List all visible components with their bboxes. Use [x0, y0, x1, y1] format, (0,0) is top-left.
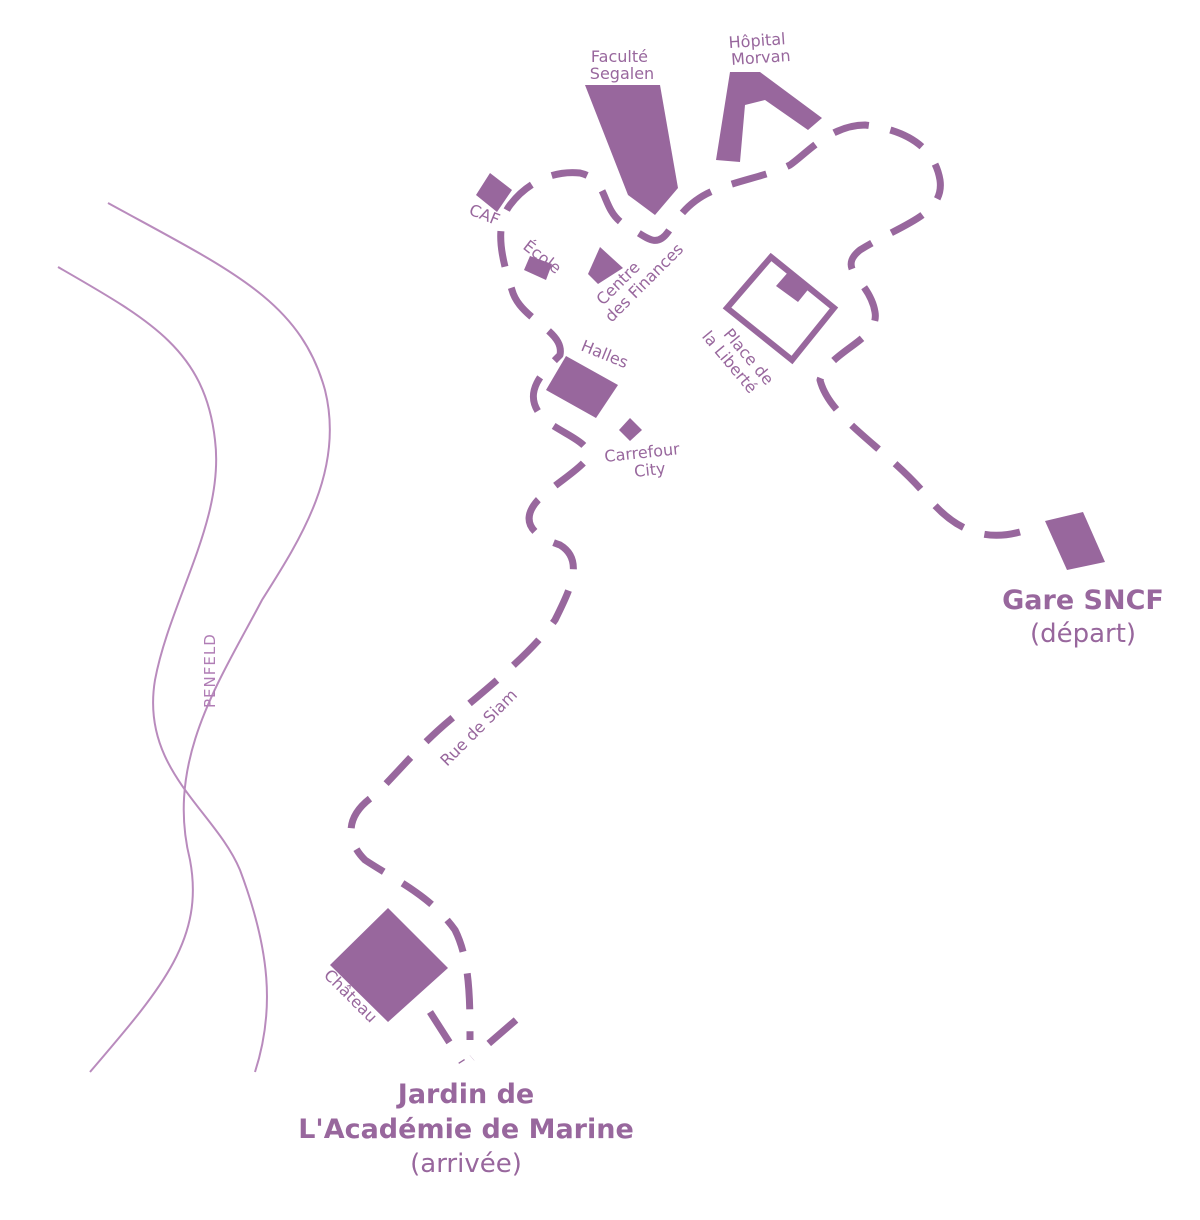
- route-fork-left: [427, 1010, 465, 1064]
- ecole-building: [524, 256, 552, 280]
- faculte-segalen-building: [585, 85, 678, 215]
- place-liberte-square: [722, 252, 839, 365]
- caf-building: [476, 173, 512, 212]
- river-bank-east: [57, 266, 268, 1073]
- start-marker: Gare SNCF (départ): [1002, 585, 1164, 649]
- buildings: [330, 72, 1105, 1022]
- label-place-liberte: Place de la Liberté: [698, 315, 781, 404]
- place-liberte-outline: [722, 252, 839, 365]
- route-fork-right: [469, 1017, 519, 1061]
- river-label: PENFELD: [201, 633, 219, 708]
- carrefour-city-building: [619, 418, 642, 441]
- place-liberte-kiosk: [776, 270, 811, 302]
- centre-finances-building: [588, 247, 623, 284]
- route-path: [347, 121, 1021, 1041]
- label-faculte: Faculté Segalen: [590, 47, 654, 83]
- gare-sncf-building: [1045, 512, 1105, 570]
- label-faculte-line2: Segalen: [590, 64, 654, 83]
- river-bank-west: [89, 202, 331, 1073]
- finish-marker: Jardin de L'Académie de Marine (arrivée): [298, 1079, 634, 1179]
- chateau-building: [330, 908, 448, 1022]
- halles-building: [546, 356, 618, 418]
- walking-route: [347, 121, 1021, 1064]
- finish-name-line2: L'Académie de Marine: [298, 1114, 634, 1145]
- label-carrefour: Carrefour City: [603, 439, 687, 484]
- label-halles: Halles: [579, 336, 631, 372]
- finish-tag: (arrivée): [410, 1149, 522, 1179]
- penfeld-river: PENFELD: [57, 202, 331, 1073]
- hopital-morvan-building: [716, 72, 822, 162]
- place-labels: Faculté Segalen Hôpital Morvan CAF École…: [320, 29, 792, 1026]
- label-faculte-line1: Faculté: [591, 47, 648, 66]
- label-carrefour-line2: City: [633, 459, 666, 481]
- start-tag: (départ): [1030, 619, 1136, 649]
- start-name: Gare SNCF: [1002, 585, 1164, 616]
- label-hopital-line2: Morvan: [730, 46, 791, 69]
- finish-name-line1: Jardin de: [396, 1079, 534, 1110]
- label-hopital-line1: Hôpital: [728, 29, 786, 52]
- label-hopital: Hôpital Morvan: [728, 29, 792, 69]
